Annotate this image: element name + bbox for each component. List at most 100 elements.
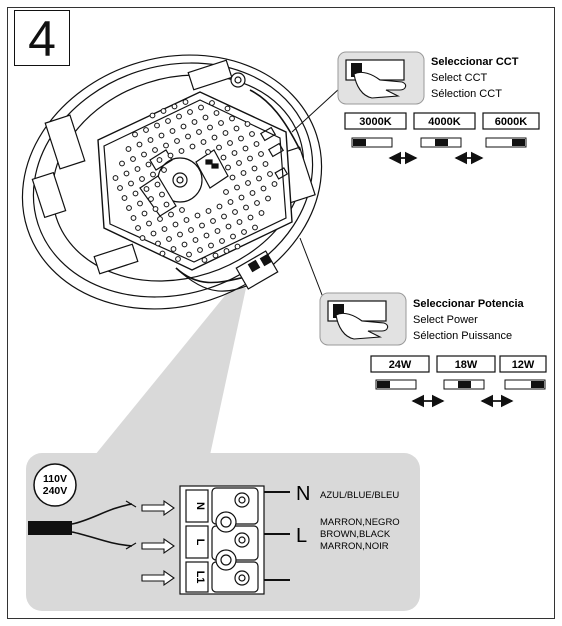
led-hole: [203, 232, 210, 239]
cct-title-en: Select CCT: [431, 72, 488, 84]
power-option-24w: 24W: [389, 359, 412, 371]
led-hole: [229, 115, 235, 122]
led-hole: [148, 196, 154, 202]
led-hole: [179, 207, 185, 213]
voltage-badge: [33, 463, 77, 507]
led-hole: [175, 256, 181, 262]
led-hole: [189, 143, 196, 150]
led-hole: [234, 184, 240, 191]
terminal-l-wire-label-2: BROWN,BLACK: [320, 529, 391, 540]
cct-title-fr: Sélection CCT: [431, 88, 502, 100]
led-hole: [134, 166, 141, 172]
led-hole: [205, 149, 211, 155]
block-label-l1: L1: [194, 571, 206, 584]
led-hole: [258, 210, 265, 216]
cct-switch-positions: [351, 137, 527, 148]
led-hole: [214, 228, 221, 234]
led-hole: [139, 176, 145, 182]
led-hole: [196, 129, 202, 135]
led-hole: [210, 218, 216, 224]
led-hole: [238, 194, 245, 201]
led-hole: [249, 190, 256, 196]
cct-option-3000k: 3000K: [359, 116, 391, 128]
led-hole: [172, 221, 179, 228]
led-hole: [147, 137, 154, 143]
led-hole: [247, 214, 254, 221]
led-hole: [183, 217, 190, 223]
led-hole: [236, 160, 242, 166]
led-hole: [209, 100, 215, 106]
led-hole: [191, 119, 198, 125]
led-hole: [155, 240, 161, 247]
diagram-frame: [7, 7, 555, 619]
led-hole: [230, 233, 236, 240]
led-hole: [161, 167, 167, 173]
led-hole: [163, 201, 170, 208]
led-hole: [236, 219, 243, 225]
led-hole: [146, 220, 152, 227]
led-hole: [170, 246, 177, 252]
step-number-box: 4: [14, 10, 70, 67]
led-hole: [163, 142, 169, 149]
led-hole: [225, 223, 232, 230]
led-hole: [154, 181, 161, 188]
cct-options: [344, 112, 540, 130]
mains-cable: [28, 500, 137, 550]
led-hole: [143, 186, 150, 192]
led-hole: [143, 127, 149, 133]
led-hole: [145, 161, 152, 168]
led-hole: [186, 251, 192, 258]
led-hole: [160, 108, 167, 114]
led-hole: [192, 237, 199, 243]
led-hole: [221, 213, 227, 220]
led-hole: [130, 156, 136, 162]
led-hole: [171, 103, 178, 110]
step-number: 4: [28, 11, 56, 67]
led-hole: [121, 195, 128, 201]
led-hole: [205, 208, 212, 214]
led-hole: [224, 105, 231, 112]
terminal-l-letter: L: [296, 525, 307, 547]
led-hole: [219, 238, 225, 244]
led-hole: [152, 206, 159, 212]
led-hole: [238, 135, 244, 142]
led-hole: [223, 189, 229, 195]
led-hole: [247, 155, 253, 162]
led-hole: [225, 164, 231, 171]
led-hole: [150, 230, 157, 237]
led-hole: [227, 199, 234, 205]
led-hole: [208, 242, 214, 249]
led-hole: [201, 257, 208, 263]
led-hole: [123, 170, 130, 177]
led-hole: [234, 243, 241, 250]
led-hole: [167, 152, 174, 159]
power-options: [370, 355, 547, 373]
led-hole: [132, 131, 138, 138]
led-hole: [198, 104, 204, 111]
led-hole: [150, 171, 156, 178]
led-hole: [211, 134, 218, 141]
led-hole: [137, 200, 143, 207]
led-hole: [169, 128, 176, 134]
led-hole: [254, 200, 260, 206]
led-hole: [216, 144, 222, 151]
led-hole: [194, 212, 201, 219]
luminaire-drawing: [21, 54, 323, 310]
terminal-l-wire-label-3: MARRON,NOIR: [320, 541, 389, 552]
led-hole-pattern: [112, 99, 278, 263]
led-hole: [267, 171, 273, 177]
led-hole: [197, 247, 203, 253]
led-hole: [242, 145, 249, 152]
led-hole: [232, 209, 238, 215]
led-hole: [222, 130, 229, 136]
led-hole: [168, 211, 174, 218]
led-hole: [157, 216, 163, 222]
led-hole: [126, 205, 132, 211]
led-hole: [136, 141, 143, 148]
power-title-en: Select Power: [413, 314, 478, 326]
led-hole: [185, 133, 191, 140]
led-hole: [177, 231, 183, 238]
led-hole: [135, 225, 141, 231]
led-hole: [112, 175, 119, 181]
led-hole: [141, 210, 148, 217]
